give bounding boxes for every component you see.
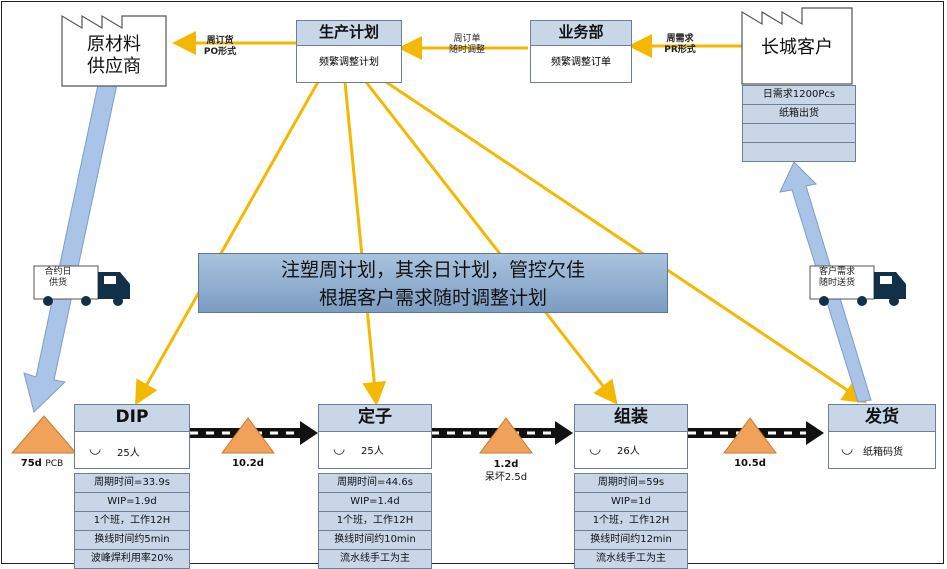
process-assembly: 组装 ◡ 26人 周期时间=59s WIP=1d 1个班，工作12H 换线时间约… <box>574 404 688 569</box>
banner-line1: 注塑周计划，其余日计划，管控欠佳 <box>280 259 585 281</box>
stator-method: 流水线手工为主 <box>318 550 432 569</box>
operator-icon: ◡ <box>841 441 854 457</box>
customer-to-sales-label-2: PR形式 <box>664 45 696 55</box>
customer-row-empty-1 <box>742 124 856 143</box>
inbound-truck-label-1: 合约日 <box>44 267 72 277</box>
supplier-label: 原材料 供应商 <box>62 34 166 78</box>
inbound-truck-label: 合约日 供货 <box>36 267 80 289</box>
inventory-dip-stator-triangle <box>221 417 275 454</box>
inventory-raw-label: 75d PCB <box>2 458 82 469</box>
assembly-cycle-time: 周期时间=59s <box>574 473 688 493</box>
inbound-truck-label-2: 供货 <box>48 278 67 288</box>
sales-box: 业务部 频繁调整订单 <box>530 20 632 83</box>
dip-cycle-time: 周期时间=33.9s <box>74 473 190 493</box>
dip-shift: 1个班，工作12H <box>74 512 190 531</box>
production-plan-body: 频繁调整计划 <box>296 46 402 83</box>
inbound-truck-icon <box>33 265 130 306</box>
push-arrow-stator-assembly <box>431 421 573 445</box>
banner-line2: 根据客户需求随时调整计划 <box>318 287 547 309</box>
outbound-truck-label-2: 随时送货 <box>818 278 855 288</box>
customer-to-sales-label-1: 周需求 <box>666 34 694 44</box>
operator-icon: ◡ <box>89 441 102 457</box>
assembly-method: 流水线手工为主 <box>574 550 688 569</box>
customer-row-empty-2 <box>742 143 856 162</box>
sales-title: 业务部 <box>530 20 632 46</box>
supplier-delivery-arrow <box>23 79 118 413</box>
inventory-raw-value: 75d <box>20 458 42 469</box>
dip-changeover: 换线时间约5min <box>74 531 190 550</box>
outbound-truck-label-1: 客户需求 <box>818 267 855 277</box>
dip-wip: WIP=1.9d <box>74 493 190 512</box>
outbound-truck-icon <box>809 265 906 306</box>
plan-to-supplier-label: 周订货 PO形式 <box>190 36 250 58</box>
customer-row-packing: 纸箱出货 <box>742 105 856 124</box>
inventory-stator-assembly-triangle <box>479 417 533 454</box>
plan-to-stator-arrow <box>343 81 387 406</box>
shipping-box: 发货 ◡ 纸箱码货 <box>828 404 936 469</box>
customer-factory-icon <box>741 7 853 85</box>
shipping-body: ◡ 纸箱码货 <box>828 432 936 469</box>
customer-data-box: 日需求1200Pcs 纸箱出货 <box>742 85 856 162</box>
assembly-changeover: 换线时间约12min <box>574 531 688 550</box>
plan-to-dip-arrow <box>135 81 320 406</box>
process-dip: DIP ◡ 25人 周期时间=33.9s WIP=1.9d 1个班，工作12H … <box>74 404 190 569</box>
stator-cycle-time: 周期时间=44.6s <box>318 473 432 493</box>
plan-to-supplier-label-2: PO形式 <box>203 47 237 57</box>
process-assembly-title: 组装 <box>574 404 688 432</box>
inventory-stator-assembly-label: 1.2d 呆坏2.5d <box>470 458 542 484</box>
operator-icon: ◡ <box>333 441 346 457</box>
production-plan-title: 生产计划 <box>296 20 402 46</box>
process-assembly-operators: ◡ 26人 <box>574 432 688 469</box>
sales-to-plan-label-1: 周订单 <box>453 34 481 44</box>
process-dip-people: 25人 <box>117 448 140 459</box>
inventory-assembly-ship-label: 10.5d <box>734 458 766 469</box>
inventory-raw-unit: PCB <box>45 459 64 469</box>
process-stator-title: 定子 <box>318 404 432 432</box>
process-assembly-people: 26人 <box>617 446 640 457</box>
outbound-truck-label: 客户需求 随时送货 <box>812 267 862 289</box>
sales-body: 频繁调整订单 <box>530 46 632 83</box>
process-dip-operators: ◡ 25人 <box>74 432 190 469</box>
customer-title: 长城客户 <box>761 37 833 58</box>
dip-utilization: 波峰焊利用率20% <box>74 550 190 569</box>
plan-to-shipping-arrow <box>385 80 867 404</box>
inventory-raw-triangle <box>10 415 78 454</box>
inventory-stator-assembly-scrap: 呆坏2.5d <box>484 472 528 483</box>
process-stator: 定子 ◡ 25人 周期时间=44.6s WIP=1.4d 1个班，工作12H 换… <box>318 404 432 569</box>
process-dip-title: DIP <box>74 404 190 432</box>
supplier-factory-icon <box>61 14 167 87</box>
supplier-line2: 供应商 <box>87 56 141 77</box>
planning-note-banner: 注塑周计划，其余日计划，管控欠佳 根据客户需求随时调整计划 <box>198 253 668 313</box>
customer-row-demand: 日需求1200Pcs <box>742 85 856 105</box>
stator-wip: WIP=1.4d <box>318 493 432 512</box>
plan-to-assembly-arrow <box>364 81 618 405</box>
process-stator-people: 25人 <box>361 446 384 457</box>
sales-to-plan-label: 周订单 随时调整 <box>432 34 502 56</box>
shipping-title: 发货 <box>828 404 936 432</box>
inventory-dip-stator-label: 10.2d <box>232 458 264 469</box>
assembly-wip: WIP=1d <box>574 493 688 512</box>
process-stator-operators: ◡ 25人 <box>318 432 432 469</box>
sales-to-plan-label-2: 随时调整 <box>448 45 485 55</box>
assembly-shift: 1个班，工作12H <box>574 512 688 531</box>
customer-to-sales-label: 周需求 PR形式 <box>650 34 710 56</box>
inventory-assembly-ship-triangle <box>723 417 777 454</box>
stator-changeover: 换线时间约10min <box>318 531 432 550</box>
stator-shift: 1个班，工作12H <box>318 512 432 531</box>
shipping-body-text: 纸箱码货 <box>863 447 903 458</box>
inventory-stator-assembly-value: 1.2d <box>493 459 519 470</box>
supplier-line1: 原材料 <box>87 34 141 55</box>
plan-to-supplier-label-1: 周订货 <box>206 36 234 46</box>
operator-icon: ◡ <box>589 441 602 457</box>
production-plan-box: 生产计划 频繁调整计划 <box>296 20 402 83</box>
